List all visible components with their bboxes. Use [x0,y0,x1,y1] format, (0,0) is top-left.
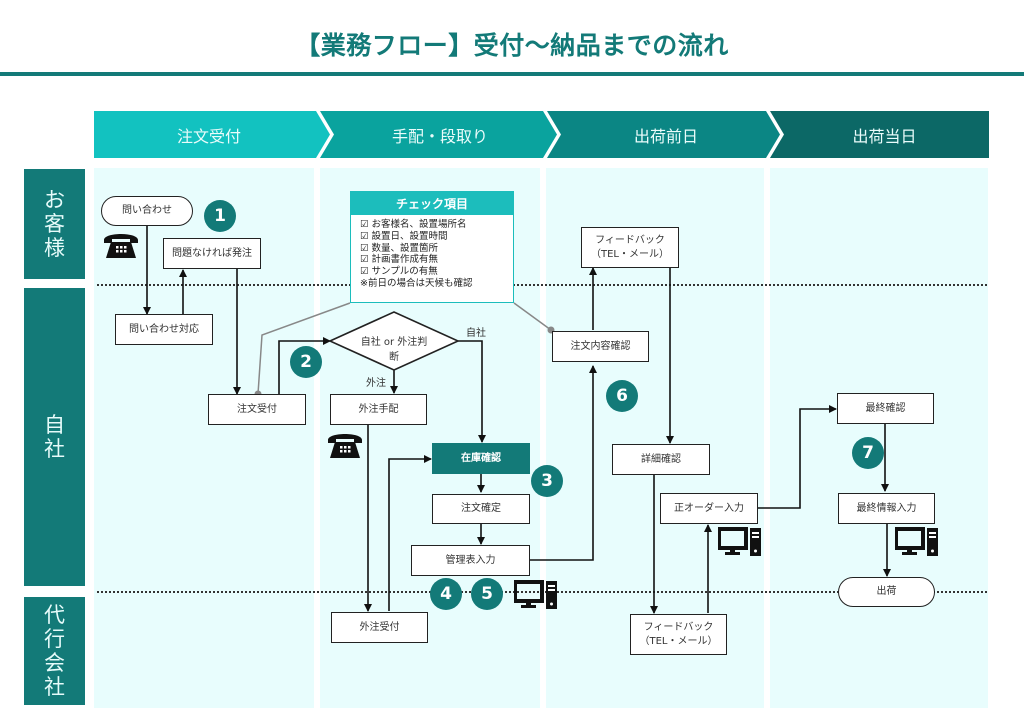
node-feedback-top-line2: （TEL・メール） [591,248,669,260]
checklist-panel: チェック項目 ☑ お客様名、設置場所名 ☑ 設置日、設置時間 ☑ 数量、設置箇所… [350,191,514,303]
step-badge-3: 3 [531,465,563,497]
node-outsource-arrange[interactable]: 外注手配 [330,394,427,425]
node-formal-order-input[interactable]: 正オーダー入力 [660,493,758,524]
step-badge-6: 6 [606,380,638,412]
lane-label-customer: お客様 [24,169,85,279]
phase-label-4: 出荷当日 [852,126,917,146]
edge-mgmt-to-content-check [530,365,597,561]
node-feedback-bottom-line2: （TEL・メール） [639,635,718,647]
node-mgmt-input[interactable]: 管理表入力 [411,545,530,576]
phase-label-3: 出荷前日 [633,126,698,146]
node-order-confirm[interactable]: 注文確定 [432,494,530,524]
step-badge-4: 4 [430,578,462,610]
step-badge-1: 1 [204,200,236,232]
telephone-icon [104,234,138,258]
node-order-reception[interactable]: 注文受付 [208,394,306,425]
computer-icon [718,527,761,556]
step-badge-5: 5 [471,578,503,610]
checklist-leader-left [257,302,351,395]
telephone-icon [328,434,362,458]
edge-receive-to-stock [388,455,432,611]
checklist-leader-right [513,302,552,331]
checklist-items: ☑ お客様名、設置場所名 ☑ 設置日、設置時間 ☑ 数量、設置箇所 ☑ 計画書作… [351,215,513,290]
node-feedback-top-line1: フィードバック [595,234,665,246]
page-title: 【業務フロー】受付〜納品までの流れ [295,31,729,60]
lane-label-company: 自社 [24,288,85,586]
node-feedback-bottom[interactable]: フィードバック （TEL・メール） [630,614,727,655]
node-order-content-check[interactable]: 注文内容確認 [552,331,649,362]
lane-label-company-text: 自社 [44,413,65,461]
phase-chevron-1 [94,111,330,158]
node-order-if-ok[interactable]: 問題なければ発注 [163,238,261,269]
checklist-note: ※前日の場合は天候も確認 [360,277,473,289]
computer-icon [895,527,938,556]
column-bg-shipping-day [770,168,988,708]
lane-label-agency-text: 代行会社 [44,603,65,699]
phase-chevron-4 [770,111,989,158]
phase-chevron-2 [320,111,557,158]
lane-label-customer-text: お客様 [44,188,65,260]
step-badge-2: 2 [290,346,322,378]
title-underline [0,72,1024,76]
checklist-item: ☑ 計画書作成有無 [360,254,439,266]
node-outsource-receive[interactable]: 外注受付 [331,612,428,643]
edge-label-in-house: 自社 [466,328,486,339]
decision-diamond [328,311,460,371]
checklist-item: ☑ サンプルの有無 [360,266,438,278]
lane-divider-1 [97,284,987,286]
phase-chevron-3 [547,111,780,158]
node-feedback-top[interactable]: フィードバック （TEL・メール） [581,227,679,268]
node-stock-check[interactable]: 在庫確認 [432,443,530,474]
step-badge-7: 7 [852,437,884,469]
checklist-item: ☑ お客様名、設置場所名 [360,219,467,230]
phase-label-1: 注文受付 [176,126,241,146]
node-final-check[interactable]: 最終確認 [837,393,934,424]
checklist-title: チェック項目 [351,192,513,215]
computer-icon [514,580,557,609]
node-inquiry[interactable]: 問い合わせ [101,196,193,226]
edge-decision-to-stock [458,340,486,443]
edge-formal-to-final-check [757,405,837,509]
checklist-item: ☑ 設置日、設置時間 [360,230,448,242]
checklist-item: ☑ 数量、設置箇所 [360,242,439,254]
node-shipment[interactable]: 出荷 [838,577,935,607]
node-inquiry-response[interactable]: 問い合わせ対応 [115,314,213,345]
phase-label-2: 手配・段取り [391,126,488,146]
node-decision-label[interactable]: 自社 or 外注判断 [360,337,428,363]
node-feedback-bottom-line1: フィードバック [643,621,714,633]
edge-reception-to-decision [278,337,331,394]
lane-label-agency: 代行会社 [24,597,85,705]
node-final-info-input[interactable]: 最終情報入力 [838,493,935,524]
edge-label-outsourced: 外注 [366,378,386,389]
phase-chevrons [94,111,989,158]
node-detail-check[interactable]: 詳細確認 [612,444,710,475]
